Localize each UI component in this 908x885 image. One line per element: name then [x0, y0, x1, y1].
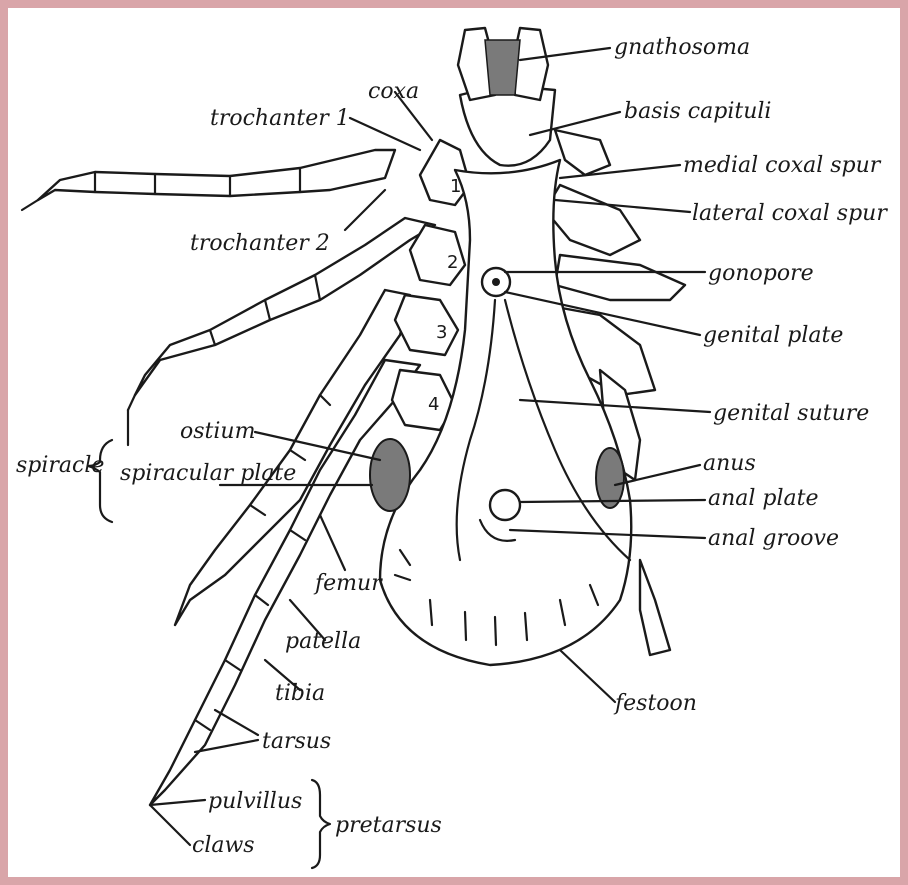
label-anal-plate: anal plate [708, 486, 819, 511]
coxa-number-4: 4 [428, 394, 439, 415]
label-coxa: coxa [368, 79, 419, 104]
leg-1 [22, 150, 395, 210]
label-gonopore: gonopore [708, 261, 814, 286]
label-pulvillus: pulvillus [208, 789, 302, 814]
coxa-number-2: 2 [447, 252, 458, 273]
spiracular-plate-left [370, 439, 410, 511]
label-festoon: festoon [613, 691, 697, 716]
label-trochanter-2: trochanter 2 [190, 231, 330, 256]
anus-shape [490, 490, 520, 520]
label-trochanter-1: trochanter 1 [210, 106, 350, 131]
label-anus: anus [703, 451, 756, 476]
label-claws: claws [192, 833, 255, 858]
label-genital-plate: genital plate [703, 323, 843, 348]
capitulum [458, 28, 555, 166]
label-pretarsus: pretarsus [335, 813, 442, 838]
label-gnathosoma: gnathosoma [614, 35, 750, 60]
label-basis-capituli: basis capituli [624, 99, 771, 124]
label-medial-coxal-spur: medial coxal spur [683, 153, 882, 178]
label-tibia: tibia [275, 681, 325, 706]
coxa-number-3: 3 [436, 322, 447, 343]
label-anal-groove: anal groove [708, 526, 839, 551]
label-spiracular-plate-line1: spiracular plate [120, 461, 296, 486]
label-patella: patella [285, 629, 361, 654]
label-tarsus: tarsus [262, 729, 331, 754]
label-ostium: ostium [180, 419, 255, 444]
label-spiracle: spiracle [16, 453, 104, 478]
spiracular-plate-right [596, 448, 624, 508]
label-lateral-coxal-spur: lateral coxal spur [692, 201, 888, 226]
label-genital-suture: genital suture [713, 401, 869, 426]
label-femur: femur [313, 571, 383, 596]
